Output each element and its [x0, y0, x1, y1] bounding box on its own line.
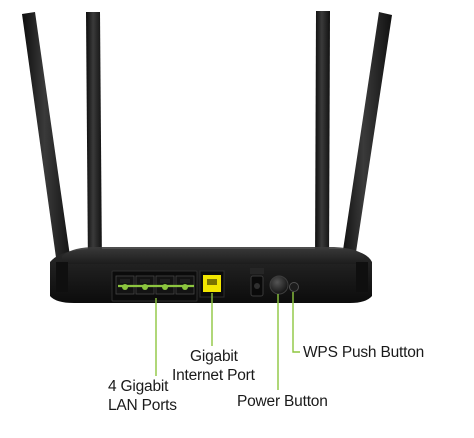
- power-jack: [250, 268, 264, 297]
- callout-line-wps: [292, 292, 300, 353]
- wps-button-graphic: [289, 282, 299, 292]
- callout-internet-line2: Internet Port: [172, 367, 255, 384]
- callout-label-wps-button: WPS Push Button: [303, 343, 424, 362]
- callout-label-internet-port: Gigabit Internet Port: [172, 347, 255, 385]
- lan-ports: [111, 270, 198, 302]
- callout-lan-line2: LAN Ports: [108, 397, 177, 414]
- callout-label-lan-ports: 4 Gigabit LAN Ports: [108, 377, 177, 415]
- callout-power-line1: Power Button: [237, 393, 328, 410]
- callout-internet-line1: Gigabit: [190, 348, 238, 365]
- power-button-graphic: [269, 275, 289, 295]
- callout-wps-line1: WPS Push Button: [303, 344, 425, 361]
- callout-lan-line1: 4 Gigabit: [108, 378, 169, 395]
- callout-label-power-button: Power Button: [237, 392, 328, 411]
